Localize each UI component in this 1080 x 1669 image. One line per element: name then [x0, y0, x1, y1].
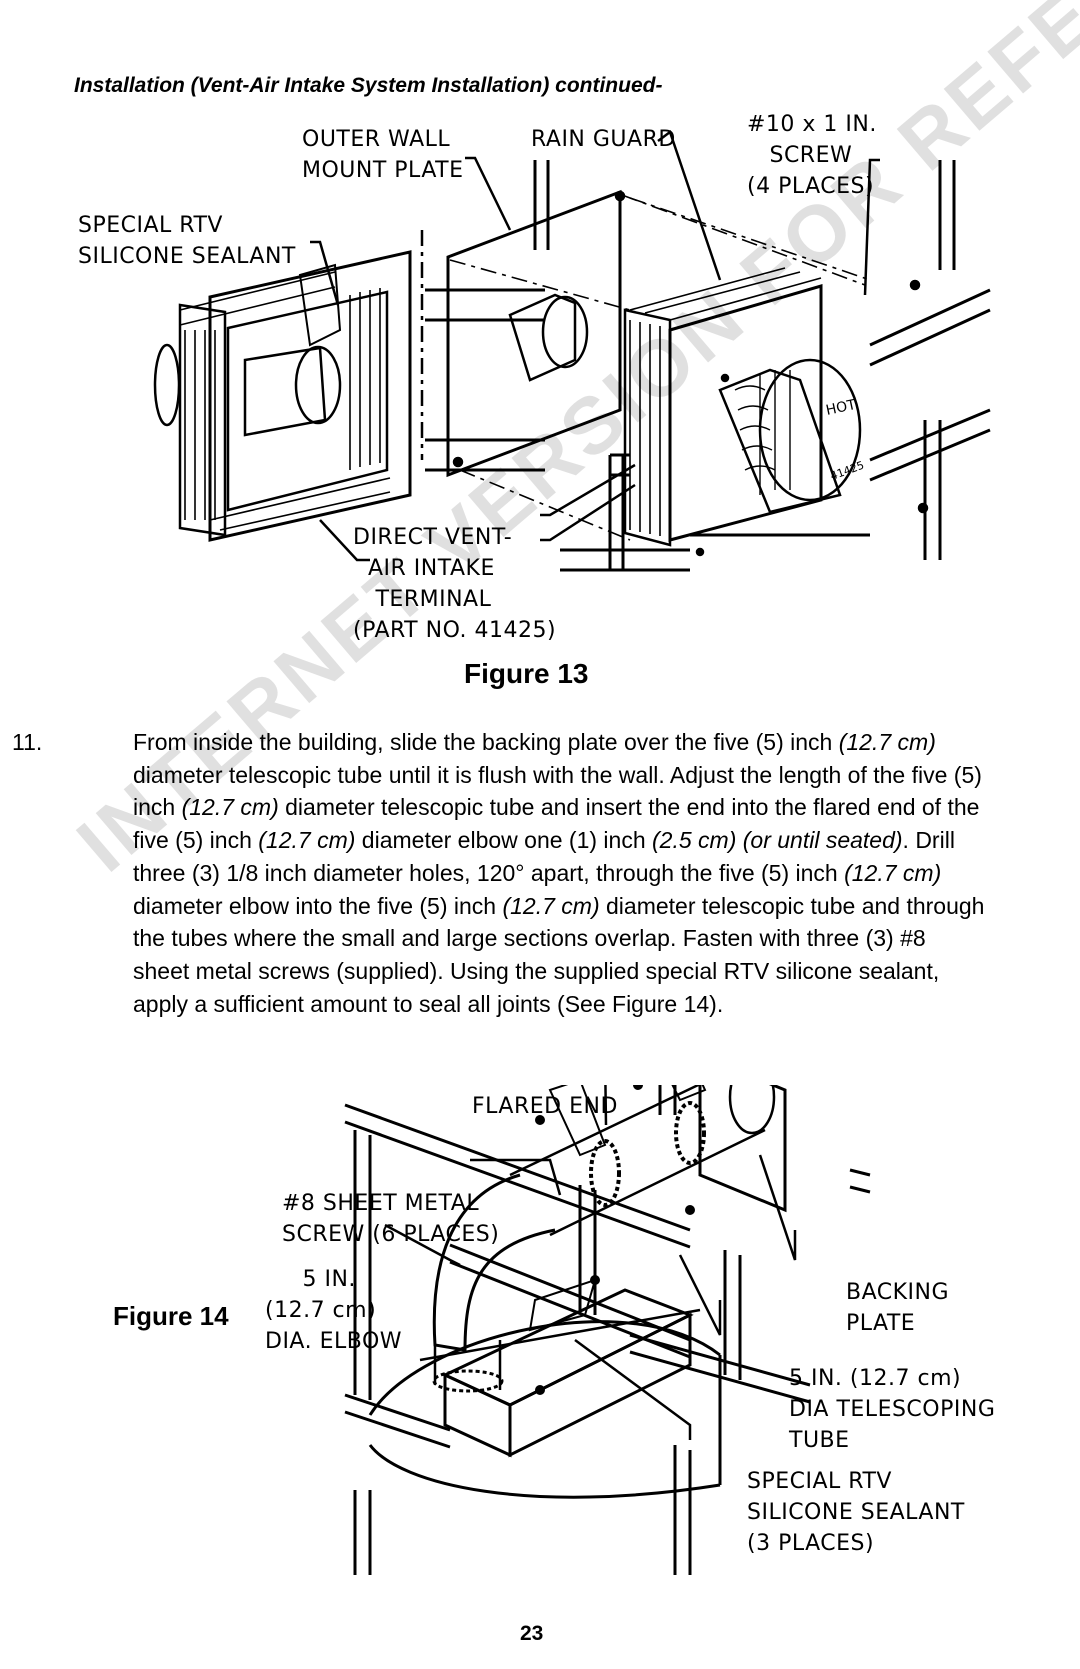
terminal-back [153, 250, 412, 542]
text-segment: From inside the building, slide the back… [133, 729, 839, 755]
alignment-lines [449, 194, 871, 541]
step-number: 11. [12, 729, 43, 755]
rain-guard-terminal [623, 267, 929, 557]
telescoping-tube [509, 1085, 776, 1237]
label-flared-end: FLARED END [472, 1094, 618, 1119]
label-sheet-metal-screw: #8 SHEET METAL SCREW (6 PLACES) [282, 1191, 500, 1247]
text-segment: diameter telescopic tube and insert the … [133, 794, 980, 854]
leader-lines [384, 1085, 797, 1440]
label-special-rtv-sealant: SPECIAL RTV SILICONE SEALANT [78, 213, 296, 269]
text-segment: diameter telescopic tube and through the… [133, 892, 985, 1017]
page-number: 23 [520, 1622, 544, 1645]
step-11-text: From inside the building, slide the back… [133, 726, 988, 1020]
text-segment: diameter elbow into the five (5) inch [133, 892, 503, 919]
text-segment: diameter telescopic tube until it is flu… [133, 761, 982, 821]
label-backing-plate: BACKING PLATE [846, 1280, 950, 1336]
figure-13-caption: Figure 13 [464, 658, 589, 689]
metric-segment: (12.7 cm) [181, 794, 279, 821]
water-heater-top [368, 1320, 721, 1416]
part-no-label: 41425 [829, 459, 866, 483]
screws [535, 1085, 695, 1395]
text-segment: . Drill three (3) 1/8 inch diameter hole… [133, 827, 955, 886]
draft-hood [419, 1288, 701, 1458]
section-header: Installation (Vent-Air Intake System Ins… [74, 74, 663, 97]
sealant-tubes [528, 1085, 707, 1332]
wall-lines [425, 160, 991, 572]
label-rain-guard: RAIN GUARD [531, 127, 676, 152]
label-outer-wall-mount-plate: OUTER WALL MOUNT PLATE [302, 127, 464, 183]
label-elbow: 5 IN. (12.7 cm) DIA. ELBOW [265, 1267, 403, 1354]
brick-wall [344, 1085, 871, 1575]
label-direct-vent-terminal: DIRECT VENT- AIR INTAKE TERMINAL (PART N… [353, 525, 557, 643]
metric-segment: (12.7 cm) [844, 859, 942, 886]
metric-segment: (12.7 cm) [502, 892, 600, 919]
leader-lines [310, 129, 880, 562]
text-segment: diameter elbow one (1) inch [355, 827, 653, 854]
figure-14-diagram [344, 1085, 871, 1575]
figure-14-caption: Figure 14 [113, 1301, 229, 1331]
metric-segment: (12.7 cm) [258, 827, 356, 854]
hot-label: HOT [825, 397, 858, 419]
metric-segment: (12.7 cm) [838, 729, 936, 755]
metric-segment: (2.5 cm) (or until seated) [652, 827, 903, 854]
figure-13-diagram: HOT 41425 [153, 129, 991, 572]
label-special-rtv-sealant: SPECIAL RTV SILICONE SEALANT (3 PLACES) [747, 1469, 965, 1556]
outer-wall-mount-plate [420, 189, 626, 478]
step-11: 11. From inside the building, slide the … [12, 726, 988, 1020]
label-telescoping-tube: 5 IN. (12.7 cm) DIA TELESCOPING TUBE [789, 1366, 996, 1453]
label-screw-10: #10 x 1 IN. SCREW (4 PLACES) [747, 112, 877, 199]
backing-plate [698, 1085, 787, 1213]
